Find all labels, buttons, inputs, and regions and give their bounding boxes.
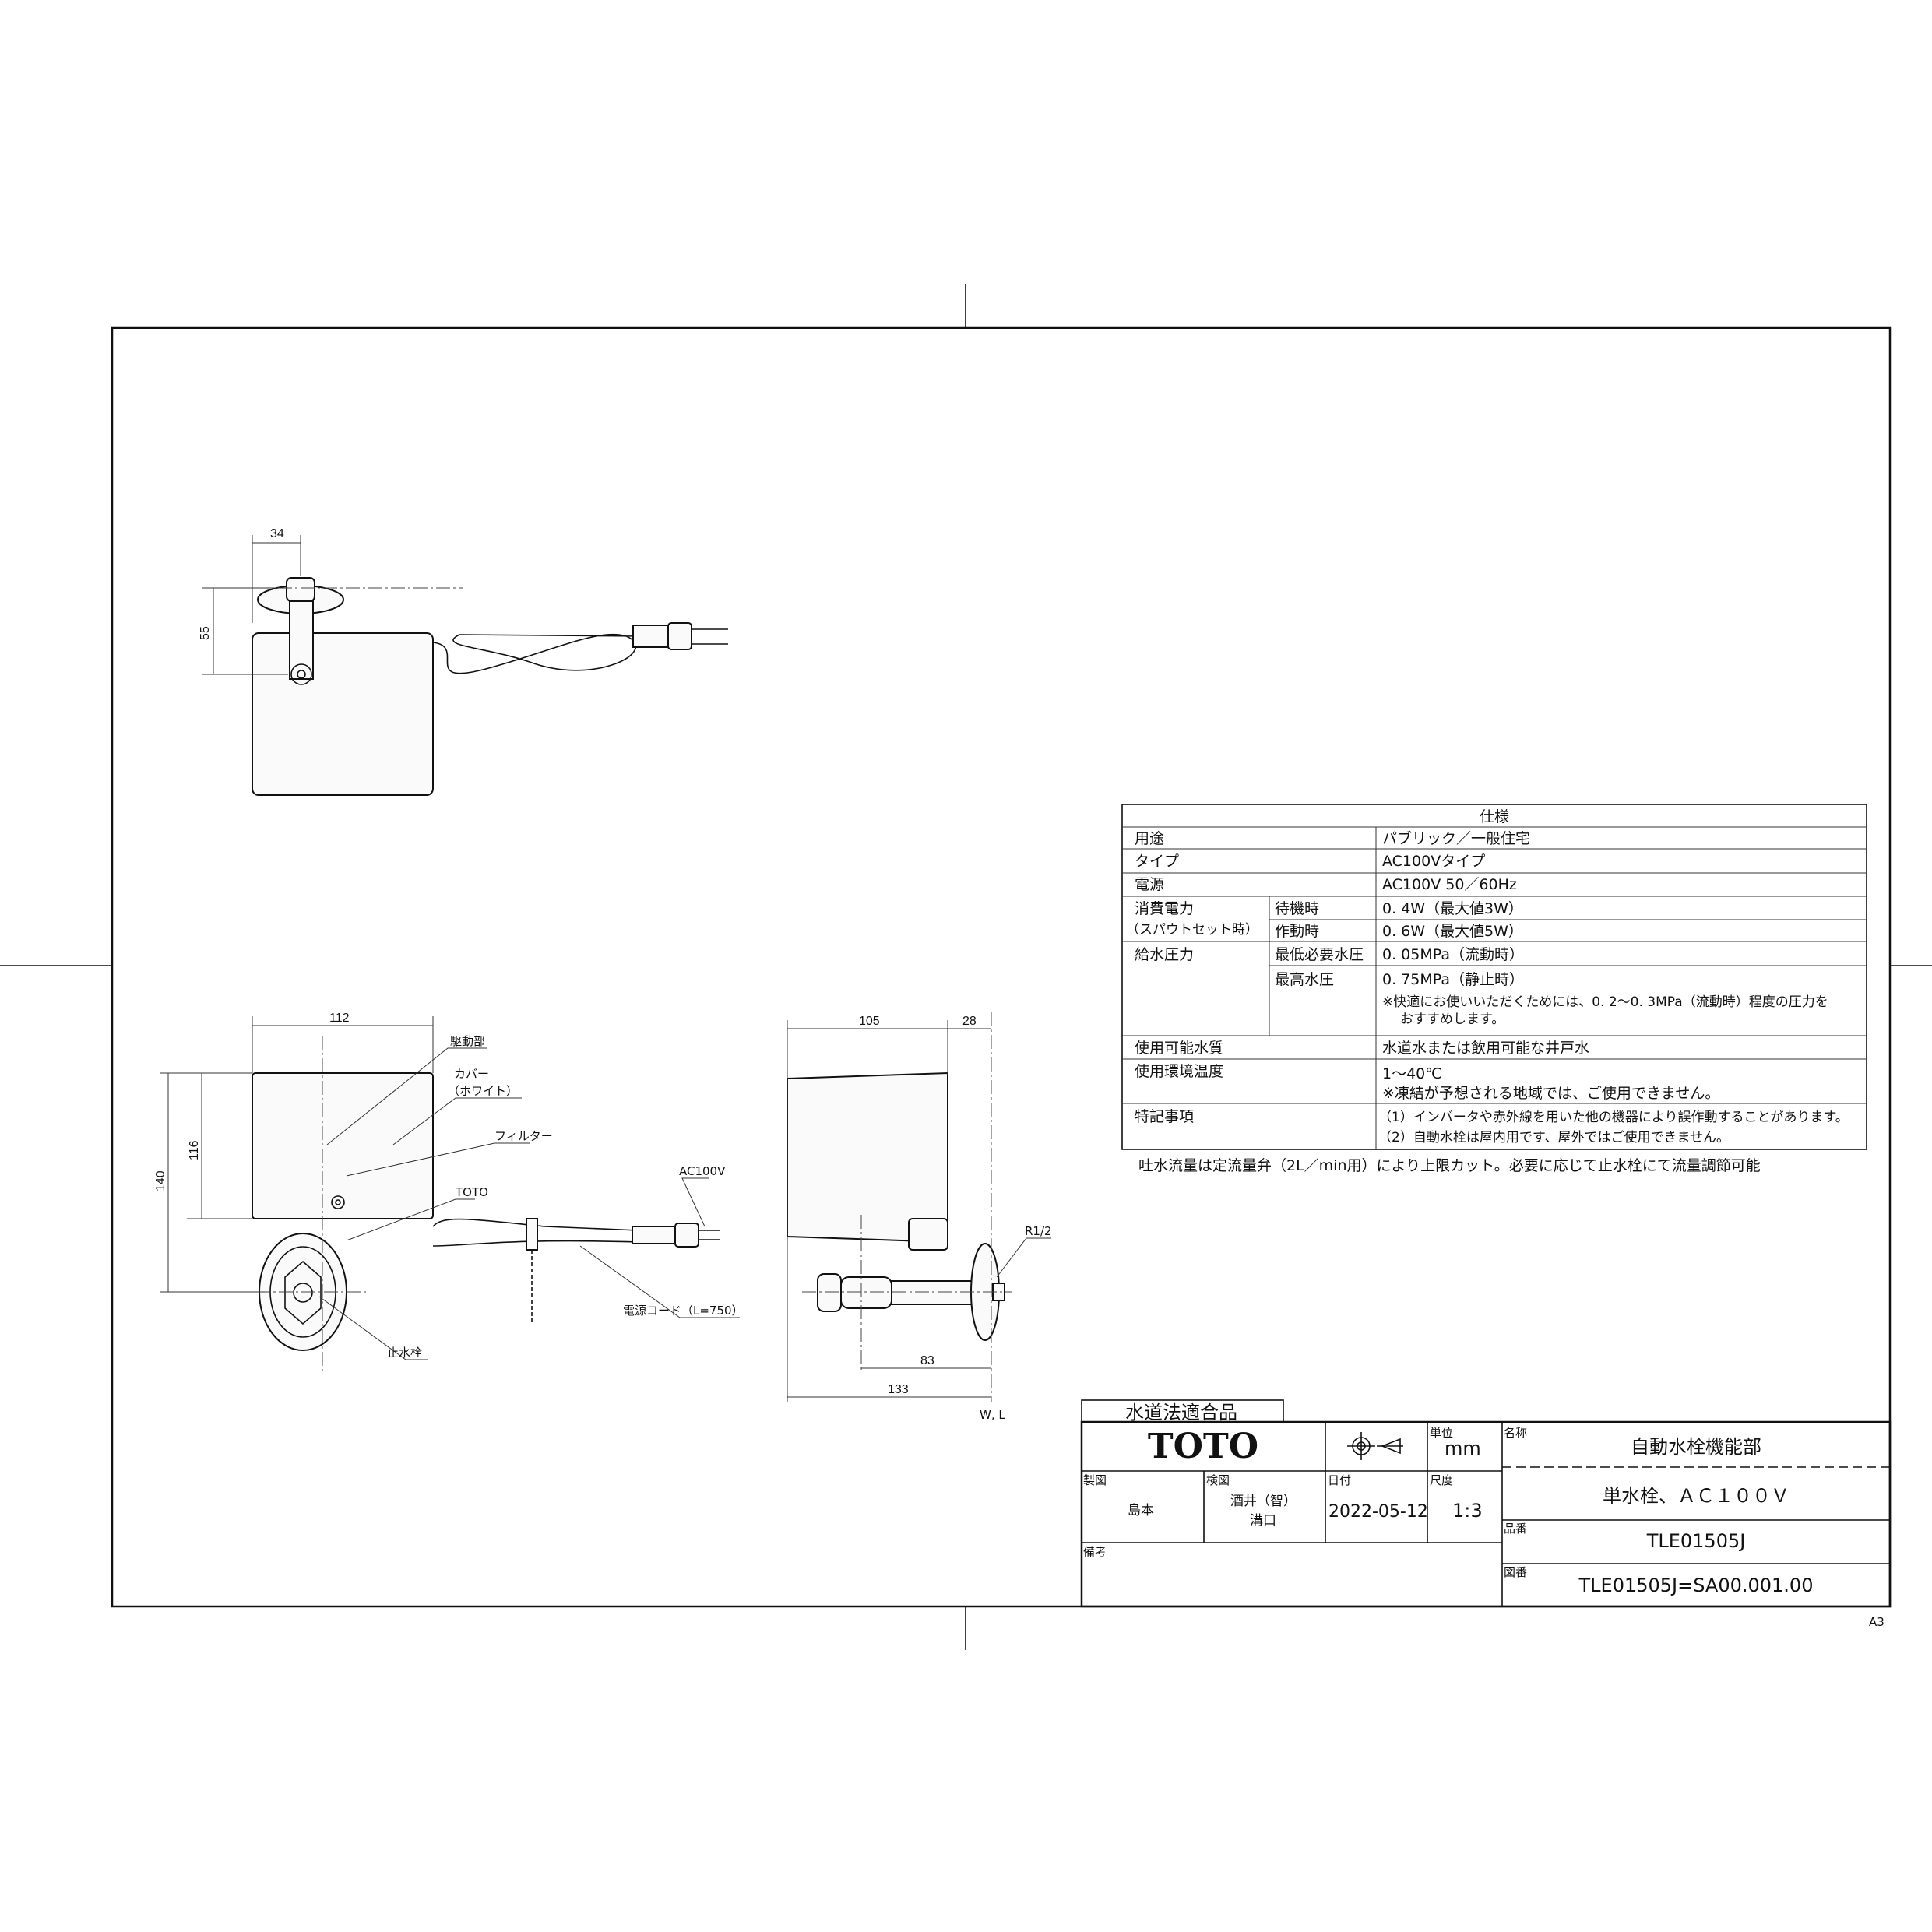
drawn-label: 製図 [1083,1473,1107,1487]
spec-pressure-note: ※快適にお使いいただくためには、0. 2～0. 3MPa（流動時）程度の圧力を [1382,994,1828,1010]
dim-55: 55 [199,626,212,640]
spec-label-temperature: 使用環境温度 [1135,1063,1223,1080]
part-number: TLE01505J [1646,1530,1746,1552]
drawing-number: TLE01505J=SA00.001.00 [1578,1575,1814,1596]
top-view: 34 55 [199,527,728,796]
dim-133: 133 [888,1383,909,1396]
spec-label-water: 使用可能水質 [1135,1040,1223,1057]
checked-by-2: 溝口 [1250,1513,1276,1529]
label-filter: フィルター [494,1129,553,1143]
dim-105: 105 [859,1015,880,1028]
spec-label-type: タイプ [1135,853,1179,870]
dim-140: 140 [154,1170,167,1191]
dim-34: 34 [270,527,284,540]
dim-28: 28 [962,1015,977,1028]
date-label: 日付 [1328,1473,1351,1487]
label-drive-unit: 駆動部 [450,1034,485,1048]
dim-112: 112 [329,1012,350,1025]
spec-label-usage: 用途 [1135,830,1164,847]
label-voltage: AC100V [679,1164,726,1178]
side-view: 105 28 83 133 R1/2 W, L [787,1012,1052,1422]
compliance-label: 水道法適合品 [1125,1402,1237,1423]
checked-label: 検図 [1206,1473,1230,1487]
spec-temperature-note: ※凍結が予想される地域では、ご使用できません。 [1382,1085,1719,1102]
label-power-cord: 電源コード（L=750） [623,1304,744,1318]
front-view: 112 140 116 駆動部 カバー （ホワイト） フィルター TOTO AC… [154,1012,744,1371]
third-angle-projection-icon [1347,1432,1403,1460]
product-subname: 単水栓、ＡＣ１００Ｖ [1603,1485,1789,1507]
sheet-size: A3 [1869,1615,1884,1629]
toto-logo: TOTO [1148,1427,1258,1466]
part-label: 品番 [1504,1522,1527,1536]
spec-value-temperature: 1～40℃ [1382,1065,1442,1082]
date-value: 2022-05-12 [1328,1502,1428,1522]
spec-label-power: 電源 [1135,876,1164,893]
label-wall-line: W, L [980,1408,1005,1422]
spec-value-max-pressure: 0. 75MPa（静止時） [1382,971,1524,988]
label-cover: カバー [454,1067,489,1081]
spec-value-power: AC100V 50／60Hz [1382,876,1517,893]
spec-pressure-note-2: おすすめします。 [1400,1012,1504,1027]
title-block: 水道法適合品 TOTO 単位 mm 製図 島本 検図 酒井（智） 溝口 日付 2… [1080,1399,1892,1608]
spec-value-note-2: （2）自動水栓は屋内用です、屋外ではご使用できません。 [1378,1129,1730,1145]
label-logo: TOTO [455,1185,488,1199]
remarks-label: 備考 [1083,1545,1107,1559]
checked-by-1: 酒井（智） [1230,1494,1297,1509]
name-label: 名称 [1504,1426,1527,1440]
spec-label-consumption: 消費電力 [1135,900,1194,917]
spec-sub-min-pressure: 最低必要水圧 [1275,946,1364,963]
spec-footnote: 吐水流量は定流量弁（2L／min用）により上限カット。必要に応じて止水栓にて流量… [1138,1157,1761,1174]
product-name: 自動水栓機能部 [1631,1436,1761,1458]
label-thread: R1/2 [1025,1224,1052,1238]
spec-sub-max-pressure: 最高水圧 [1275,971,1334,988]
spec-table: 仕様 用途 パブリック／一般住宅 タイプ AC100Vタイプ 電源 AC100V… [1121,804,1867,1174]
spec-label-consumption-note: （スパウトセット時） [1126,922,1258,938]
spec-sub-standby: 待機時 [1275,900,1319,917]
spec-value-note-1: （1）インバータや赤外線を用いた他の機器により誤作動することがあります。 [1378,1110,1849,1125]
label-stop-valve: 止水栓 [387,1346,422,1360]
label-cover-color: （ホワイト） [448,1084,518,1098]
dim-116: 116 [188,1140,201,1160]
dim-83: 83 [920,1354,934,1367]
spec-label-pressure: 給水圧力 [1135,946,1194,963]
drawing-label: 図番 [1504,1565,1527,1579]
spec-value-operating: 0. 6W（最大値5W） [1382,923,1523,940]
drawn-by: 島本 [1128,1503,1154,1519]
center-marks [0,284,1932,1650]
spec-title: 仕様 [1480,808,1509,825]
unit-value: mm [1445,1438,1481,1459]
scale-value: 1:3 [1452,1500,1483,1522]
spec-value-type: AC100Vタイプ [1382,853,1485,870]
unit-label: 単位 [1430,1426,1453,1440]
spec-value-standby: 0. 4W（最大値3W） [1382,900,1523,917]
sheet-border [111,326,1892,1608]
spec-value-min-pressure: 0. 05MPa（流動時） [1382,946,1524,963]
spec-sub-operating: 作動時 [1275,923,1319,940]
spec-value-usage: パブリック／一般住宅 [1382,829,1530,847]
spec-value-water: 水道水または飲用可能な井戸水 [1382,1040,1589,1057]
spec-label-notes: 特記事項 [1135,1108,1194,1125]
scale-label: 尺度 [1430,1473,1453,1487]
